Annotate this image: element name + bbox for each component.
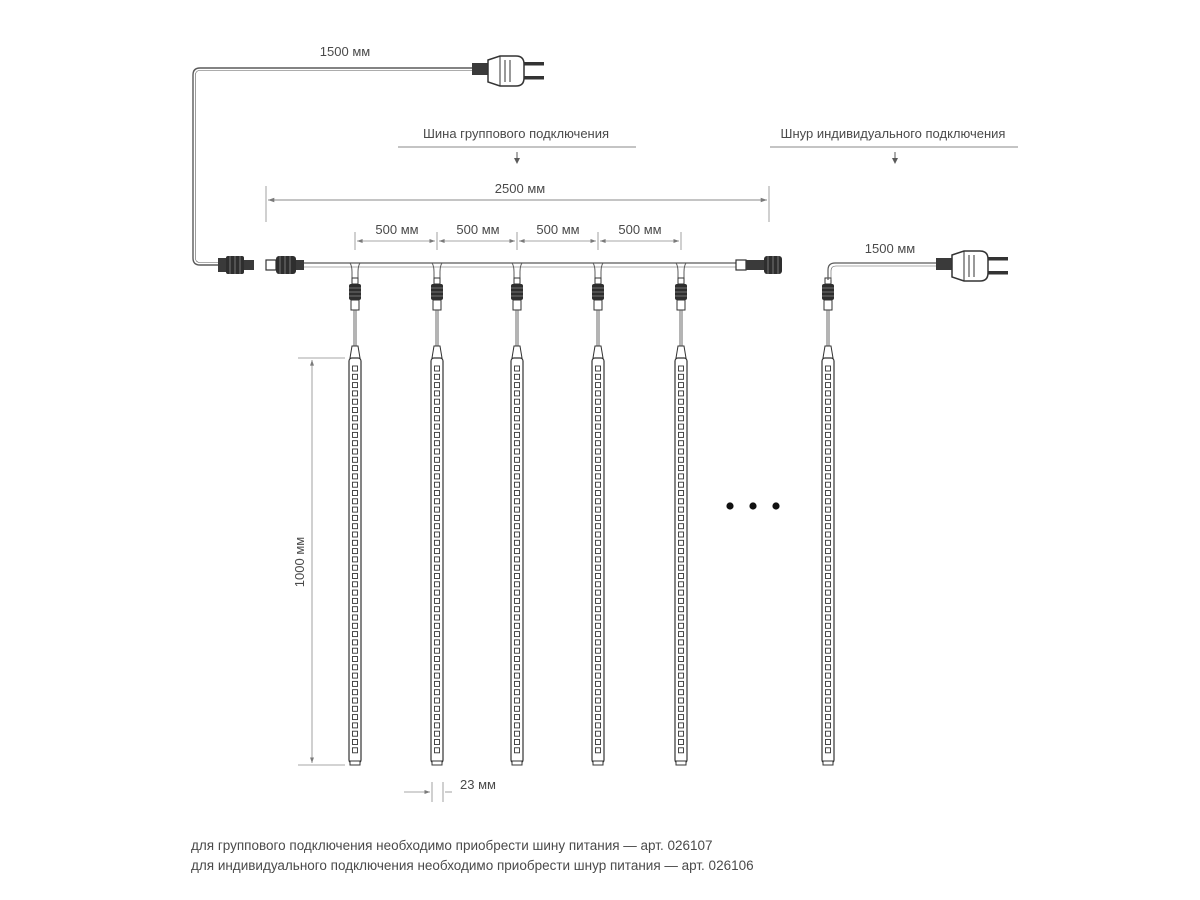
tube-length-dimension — [298, 357, 345, 766]
individual-cable-length-label: 1500 мм — [865, 241, 915, 256]
spacing-label-3: 500 мм — [536, 222, 579, 237]
input-connector-icon — [218, 256, 254, 274]
spacing-dimensions — [354, 232, 682, 250]
down-arrow-icon — [892, 158, 898, 164]
down-arrow-icon — [514, 158, 520, 164]
individual-power-cable — [827, 262, 936, 280]
tube-diameter-label: 23 мм — [460, 777, 496, 792]
group-connection-note: для группового подключения необходимо пр… — [191, 838, 713, 853]
bus-end-connector-icon — [735, 256, 782, 274]
led-tube — [510, 262, 524, 766]
led-tube — [430, 262, 444, 766]
spacing-label-1: 500 мм — [375, 222, 418, 237]
led-tube — [674, 262, 688, 766]
spacing-label-2: 500 мм — [456, 222, 499, 237]
group-bus-title: Шина группового подключения — [423, 126, 609, 141]
individual-plug-icon — [936, 250, 1008, 282]
tube-diameter-dimension — [404, 782, 452, 802]
group-bus-line — [304, 262, 736, 268]
input-plug-icon — [472, 55, 544, 87]
input-cable-length-label: 1500 мм — [320, 44, 370, 59]
individual-connection-note: для индивидуального подключения необходи… — [191, 858, 754, 873]
bus-input-connector-icon — [265, 256, 304, 274]
individual-cord-title: Шнур индивидуального подключения — [781, 126, 1006, 141]
led-tube — [591, 262, 605, 766]
total-length-label: 2500 мм — [495, 181, 545, 196]
input-power-cable — [192, 67, 472, 266]
tube-length-label: 1000 мм — [292, 537, 307, 587]
led-tube — [821, 277, 835, 766]
spacing-label-4: 500 мм — [618, 222, 661, 237]
total-length-dimension — [265, 186, 770, 222]
led-tube — [348, 262, 362, 766]
led-tubes — [348, 262, 835, 766]
more-tubes-ellipsis-icon — [726, 502, 780, 510]
